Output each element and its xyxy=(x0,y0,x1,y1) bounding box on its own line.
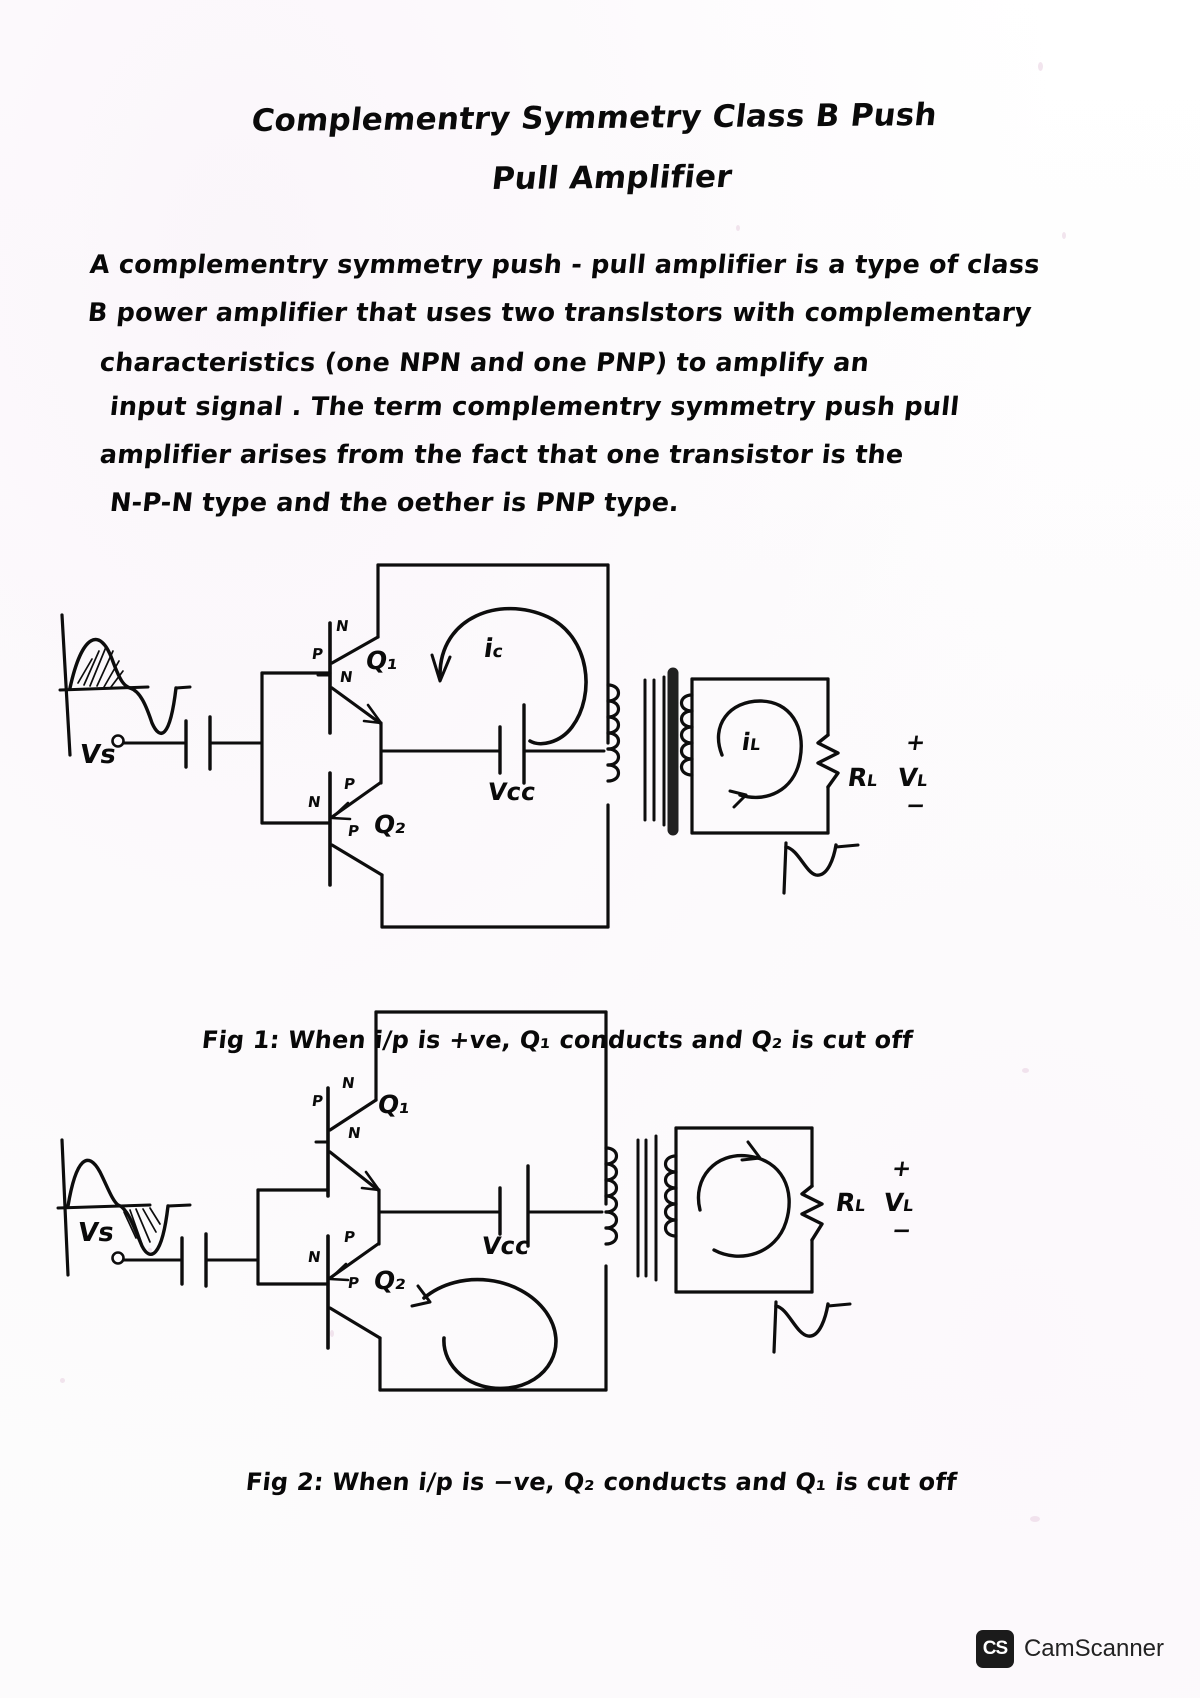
fig2-load-resistor-label: RL xyxy=(834,1188,868,1217)
scan-speck xyxy=(1062,232,1066,239)
scan-speck xyxy=(736,225,740,231)
fig1-q1-layer-n-bottom: N xyxy=(338,668,355,686)
fig2-polarity-minus: − xyxy=(890,1218,914,1244)
fig1-polarity-plus: + xyxy=(904,730,928,756)
fig2-q1-layer-n-bottom: N xyxy=(346,1124,363,1142)
camscanner-watermark: CS CamScanner xyxy=(975,1630,1164,1668)
fig1-polarity-minus: − xyxy=(904,793,928,819)
fig2-source-label: Vs xyxy=(75,1218,117,1248)
fig2-q2-layer-n: N xyxy=(306,1248,323,1266)
page-title-line-1: Complementry Symmetry Class B Push xyxy=(249,97,939,139)
fig2-polarity-plus: + xyxy=(890,1156,914,1182)
fig1-load-current-label: iL xyxy=(740,728,763,756)
fig2-q1-layer-n-top: N xyxy=(340,1074,357,1092)
fig1-load-resistor-label: RL xyxy=(846,763,880,792)
fig1-q1-layer-n-top: N xyxy=(334,617,351,635)
scan-speck xyxy=(60,1378,65,1383)
figure1-circuit-drawing xyxy=(58,563,860,929)
fig1-load-voltage-label: VL xyxy=(896,763,930,792)
body-line-3: characteristics (one NPN and one PNP) to… xyxy=(98,348,871,378)
body-line-1: A complementry symmetry push - pull ampl… xyxy=(88,250,1042,280)
scan-speck xyxy=(148,1248,152,1252)
camscanner-label: CamScanner xyxy=(1023,1635,1164,1662)
fig1-q2-layer-n: N xyxy=(306,793,323,811)
figure2-caption: Fig 2: When i/p is −ve, Q₂ conducts and … xyxy=(244,1468,959,1496)
fig1-source-label: Vs xyxy=(77,740,119,770)
body-line-5: amplifier arises from the fact that one … xyxy=(98,440,906,470)
fig1-q1-label: Q₁ xyxy=(363,646,401,675)
fig1-q2-label: Q₂ xyxy=(371,810,409,839)
figure2-circuit-drawing xyxy=(56,1010,852,1392)
fig1-vcc-label: Vcc xyxy=(486,778,538,806)
body-line-2: B power amplifier that uses two translst… xyxy=(86,298,1034,328)
scan-speck xyxy=(1022,1068,1029,1073)
fig2-vcc-label: Vcc xyxy=(480,1232,532,1260)
body-line-6: N-P-N type and the oether is PNP type. xyxy=(108,488,681,518)
fig2-q1-label: Q₁ xyxy=(375,1090,413,1119)
fig2-load-voltage-label: VL xyxy=(882,1188,916,1217)
scan-speck xyxy=(1030,1516,1040,1522)
scan-speck xyxy=(330,1330,334,1337)
camscanner-badge-icon: CS xyxy=(975,1630,1014,1668)
fig2-q2-label: Q₂ xyxy=(371,1266,409,1295)
scan-speck xyxy=(1038,62,1043,71)
page-title-line-2: Pull Amplifier xyxy=(489,158,734,198)
body-line-4: input signal . The term complementry sym… xyxy=(108,392,961,422)
